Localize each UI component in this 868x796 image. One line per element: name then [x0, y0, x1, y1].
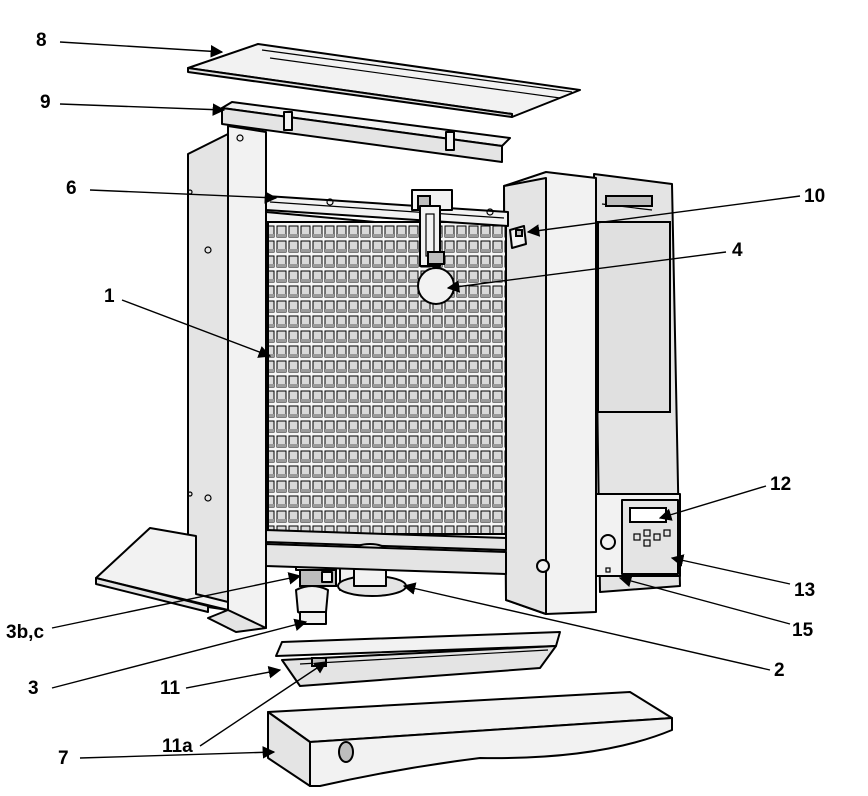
- callout-12: 12: [770, 474, 791, 495]
- callout-11: 11: [160, 678, 181, 699]
- callout-7: 7: [58, 748, 69, 769]
- left-side-panel: [187, 125, 267, 633]
- callout-13: 13: [794, 580, 815, 601]
- top-cover: [187, 43, 581, 118]
- callout-15: 15: [792, 620, 814, 641]
- callout-9: 9: [40, 92, 51, 113]
- top-rail: [221, 101, 511, 163]
- right-side-panel: [503, 171, 681, 615]
- ice-thickness-probe: [411, 189, 455, 305]
- callout-4: 4: [732, 240, 743, 261]
- leader-lines: [51, 41, 801, 759]
- evaporator-grid: [265, 211, 507, 551]
- left-base-plate: [95, 527, 229, 613]
- bracket: [509, 225, 527, 249]
- callout-2: 2: [774, 660, 785, 681]
- callout-11a: 11a: [162, 736, 193, 757]
- water-trough-base: [265, 543, 507, 575]
- control-board: [595, 493, 681, 577]
- callout-6: 6: [66, 178, 77, 199]
- ice-curtain: [275, 631, 561, 687]
- callout-3: 3: [28, 678, 39, 699]
- callout-1: 1: [104, 286, 115, 307]
- callout-3b-c: 3b,c: [6, 622, 44, 643]
- callout-8: 8: [36, 30, 47, 51]
- water-trough: [267, 691, 673, 787]
- callout-labels: 8 9 6 10 4 1 12 13 15 3b,c 3 2 11 11a 7: [6, 30, 825, 769]
- callout-10: 10: [804, 186, 825, 207]
